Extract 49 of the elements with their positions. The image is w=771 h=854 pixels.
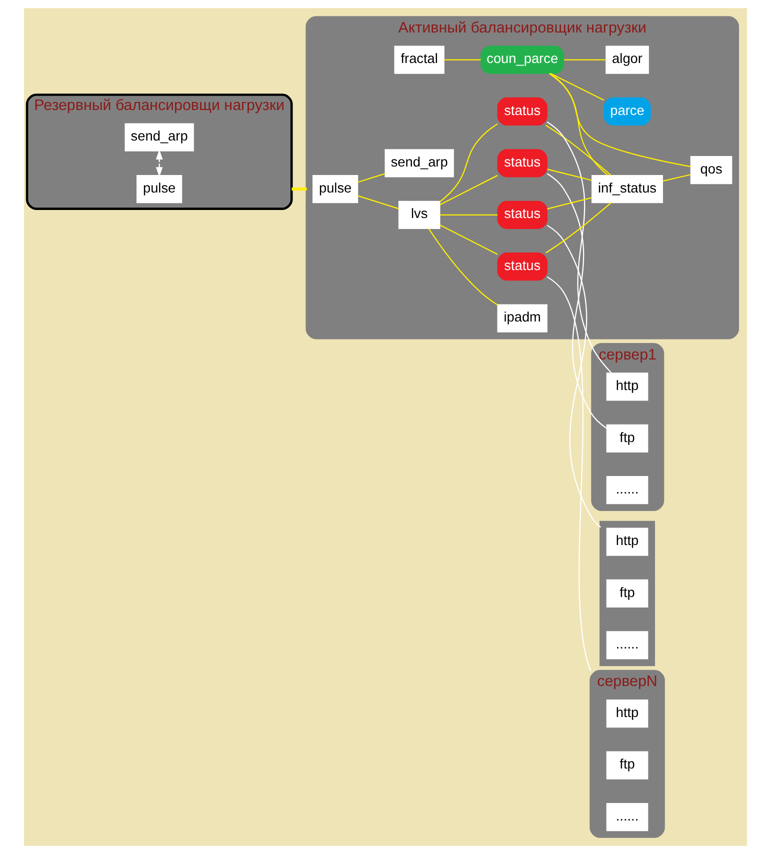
node-box: http bbox=[606, 700, 648, 728]
connector bbox=[358, 195, 399, 210]
connector bbox=[440, 123, 498, 202]
node-box: status bbox=[497, 252, 548, 281]
node-box: ftp bbox=[606, 424, 648, 452]
node-box: send_arp bbox=[384, 149, 454, 178]
cluster bbox=[600, 520, 655, 666]
node-box: status bbox=[497, 97, 548, 126]
connector bbox=[440, 174, 498, 206]
node-box: http bbox=[606, 528, 648, 556]
connector bbox=[662, 174, 691, 182]
connector bbox=[546, 122, 612, 374]
connector bbox=[292, 188, 307, 191]
node-box: ipadm bbox=[497, 304, 548, 332]
connector bbox=[428, 228, 498, 306]
connector bbox=[564, 59, 606, 60]
node-box: ...... bbox=[606, 802, 648, 832]
node-box: pulse bbox=[136, 174, 182, 204]
node-box: coun_parce bbox=[480, 46, 564, 74]
node-box: algor bbox=[606, 46, 649, 74]
node-box: pulse bbox=[312, 174, 358, 204]
node-box: status bbox=[497, 149, 548, 178]
node-box: http bbox=[606, 372, 648, 401]
connector bbox=[546, 173, 607, 429]
node-box: lvs bbox=[398, 200, 440, 229]
connector bbox=[548, 73, 691, 168]
connector bbox=[440, 214, 498, 216]
connector bbox=[444, 59, 481, 60]
node-box: qos bbox=[690, 156, 732, 184]
connector bbox=[546, 168, 592, 181]
connector bbox=[546, 224, 602, 528]
node-box: send_arp bbox=[124, 123, 194, 152]
node-box: ftp bbox=[606, 751, 648, 780]
connector bbox=[358, 173, 386, 183]
connector bbox=[550, 73, 604, 101]
connector bbox=[550, 73, 608, 176]
connector bbox=[546, 276, 592, 672]
node-box: fractal bbox=[394, 46, 444, 74]
connector bbox=[440, 224, 498, 255]
node-box: parce bbox=[604, 97, 651, 126]
arrow bbox=[156, 150, 163, 178]
node-box: ...... bbox=[606, 476, 648, 504]
node-box: status bbox=[497, 200, 548, 229]
node-box: ftp bbox=[606, 579, 648, 608]
node-box: ...... bbox=[606, 631, 648, 660]
connector bbox=[546, 197, 592, 210]
connector bbox=[546, 124, 612, 176]
connector bbox=[546, 202, 612, 254]
node-box: inf_status bbox=[592, 174, 663, 204]
